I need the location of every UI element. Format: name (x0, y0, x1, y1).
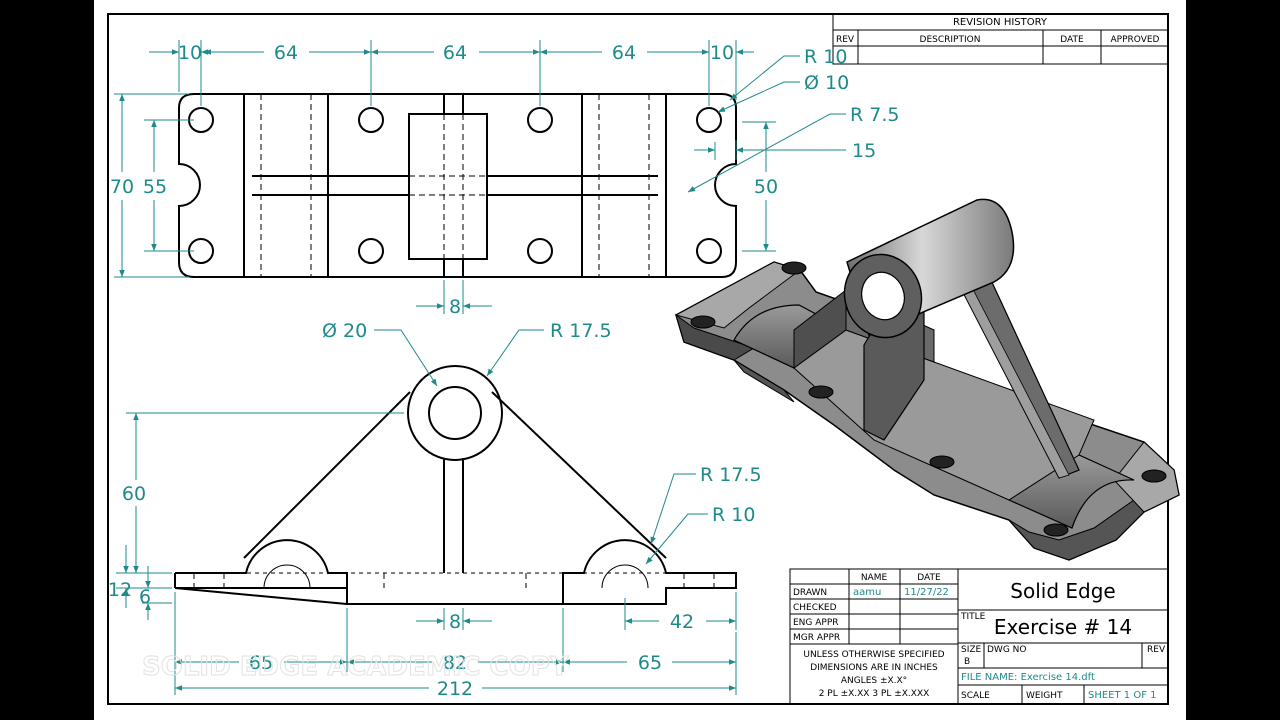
tolerance-note-2: DIMENSIONS ARE IN INCHES (810, 663, 938, 673)
description-col: DESCRIPTION (920, 35, 981, 45)
dim-saddle-inner-radius: R 10 (712, 504, 755, 526)
scale-label: SCALE (961, 691, 990, 701)
academic-watermark: SOLID EDGE ACADEMIC COPY (142, 652, 570, 682)
size-label: SIZE (961, 645, 982, 655)
top-view-dimensions: 10 64 64 64 10 R 10 Ø 10 R 7.5 15 50 70 … (110, 40, 899, 318)
dim-slot-offset: 15 (852, 140, 876, 162)
dim-left-65: 65 (249, 652, 273, 674)
dim-base-12: 12 (108, 579, 132, 601)
rev-col: REV (836, 35, 855, 45)
dim-hole-spacing: 55 (143, 176, 167, 198)
tb-row-label-drawn: DRAWN (793, 588, 827, 598)
dim-overall-depth: 70 (110, 176, 134, 198)
dim-hole-dia: Ø 10 (804, 72, 849, 94)
tolerance-note-4: 2 PL ±X.XX 3 PL ±X.XXX (819, 689, 930, 699)
revision-history-title: REVISION HISTORY (953, 17, 1048, 28)
dim-64-a: 64 (274, 42, 298, 64)
dim-r10-corner: R 10 (804, 46, 847, 68)
sheet-border (107, 13, 1169, 705)
tb-row-label-eng-appr: ENG APPR (793, 618, 839, 628)
weight-label: WEIGHT (1026, 691, 1063, 701)
dim-rib-width-top: 8 (449, 296, 461, 318)
title-label: TITLE (960, 612, 986, 622)
date-col: DATE (1060, 35, 1084, 45)
drawing-sheet: REVISION HISTORY REV DESCRIPTION DATE AP… (94, 0, 1186, 720)
front-view-dimensions: Ø 20 R 17.5 60 12 6 R 17.5 R 10 8 42 (108, 320, 762, 700)
dim-boss-dia: Ø 20 (322, 320, 367, 342)
tb-drawn-date: 11/27/22 (904, 587, 949, 598)
dim-overall-212: 212 (437, 678, 473, 700)
tb-date-col: DATE (917, 573, 941, 583)
dim-end-42: 42 (670, 611, 694, 633)
top-view (178, 93, 737, 278)
tolerance-note-1: UNLESS OTHERWISE SPECIFIED (803, 650, 944, 660)
drawing-title: Exercise # 14 (994, 615, 1132, 639)
tb-row-label-checked: CHECKED (793, 603, 837, 613)
dim-step-6: 6 (139, 586, 151, 608)
tolerance-note-3: ANGLES ±X.X° (841, 676, 907, 686)
file-name: FILE NAME: Exercise 14.dft (961, 672, 1095, 683)
dim-right-65: 65 (638, 652, 662, 674)
tb-row-label-mgr-appr: MGR APPR (793, 633, 840, 643)
dim-slot-radius: R 7.5 (850, 104, 899, 126)
dwg-no-label: DWG NO (987, 645, 1026, 655)
tb-name-col: NAME (861, 573, 888, 583)
drawing-canvas: REVISION HISTORY REV DESCRIPTION DATE AP… (107, 13, 1180, 705)
dim-saddle-radius: R 17.5 (700, 464, 762, 486)
company-name: Solid Edge (1010, 579, 1115, 603)
revision-history-block: REVISION HISTORY REV DESCRIPTION DATE AP… (832, 13, 1169, 65)
sheet-label: SHEET 1 OF 1 (1088, 690, 1157, 701)
size-value: B (964, 657, 970, 667)
dim-height-60: 60 (122, 483, 146, 505)
dim-web-8: 8 (449, 611, 461, 633)
isometric-view (674, 198, 1180, 561)
title-block: NAME DATE DRAWN aamu 11/27/22 CHECKED EN… (789, 568, 1169, 705)
front-view (174, 365, 737, 606)
dim-10-right: 10 (710, 42, 734, 64)
approved-col: APPROVED (1111, 35, 1160, 45)
dim-64-c: 64 (612, 42, 636, 64)
dim-boss-radius: R 17.5 (550, 320, 612, 342)
dim-64-b: 64 (443, 42, 467, 64)
tb-drawn-name: aamu (853, 587, 881, 598)
dim-center-82: 82 (443, 652, 467, 674)
dim-10-left: 10 (178, 42, 202, 64)
dim-slot-spacing: 50 (754, 176, 778, 198)
rev-label: REV (1147, 645, 1166, 655)
